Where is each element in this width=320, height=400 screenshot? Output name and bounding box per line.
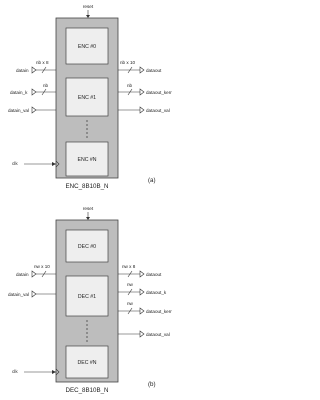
dec-datain-bus-slash (41, 270, 47, 278)
enc-datain-bus-label: nb x 8 (36, 60, 49, 65)
enc-block-n (65, 141, 109, 177)
enc-dataout-label: dataout (146, 68, 162, 73)
enc-reset-arrow (86, 15, 90, 18)
dec-dataout-k-bus-label: nw (127, 282, 134, 287)
enc-datain-k-bus-label: nb (43, 83, 49, 88)
encoder-diagram: reset ENC #0 ENC #1 ENC #N nb x 8 datain… (8, 4, 172, 190)
enc-dataout-bus-slash (127, 66, 133, 74)
enc-block-1-label: ENC #1 (78, 95, 96, 101)
dec-block-n (65, 345, 109, 379)
dec-block-0-label: DEC #0 (78, 244, 96, 250)
enc-dataout-kerr-label: dataout_kerr (146, 90, 172, 95)
dec-dataout-bus-label: nw x 8 (122, 264, 136, 269)
dec-datain-bus-label: nw x 10 (34, 264, 50, 269)
dec-block-n-label: DEC #N (77, 360, 96, 366)
decoder-diagram: reset DEC #0 DEC #1 DEC #N nw x 10 datai… (8, 206, 172, 394)
dec-caption: (b) (148, 381, 156, 388)
dec-dataout-k-bus-slash (127, 288, 133, 296)
enc-dataout-kerr-arrow (139, 88, 145, 96)
enc-dataout-kerr-bus-label: nb (127, 83, 133, 88)
dec-dataout-val-arrow (139, 330, 145, 338)
dec-dataout-k-arrow (139, 288, 145, 296)
enc-reset-label: reset (83, 4, 94, 9)
dec-dataout-label: dataout (146, 272, 162, 277)
dec-block-0 (65, 229, 109, 263)
enc-clk-label: clk (12, 161, 18, 166)
dec-datain-arrow (31, 270, 37, 278)
dec-dataout-kerr-label: dataout_kerr (146, 309, 172, 314)
enc-caption: (a) (148, 177, 156, 184)
enc-dataout-val-label: dataout_val (146, 108, 170, 113)
dec-dataout-kerr-bus-label: nw (127, 301, 134, 306)
enc-dataout-val-arrow (139, 106, 145, 114)
enc-module-name: ENC_8B10B_N (66, 183, 109, 190)
dec-reset-label: reset (83, 206, 94, 211)
codec-block-diagram: reset ENC #0 ENC #1 ENC #N nb x 8 datain… (8, 4, 172, 394)
dec-dataout-arrow (139, 270, 145, 278)
enc-datain-arrow (31, 66, 37, 74)
dec-dataout-bus-slash (127, 270, 133, 278)
enc-clk-arrow (52, 162, 56, 166)
dec-clk-arrow (52, 370, 56, 374)
enc-datain-val-label: datain_val (8, 108, 29, 113)
enc-datain-k-label: datain_k (10, 90, 28, 95)
enc-datain-k-bus-slash (41, 88, 47, 96)
enc-dataout-bus-label: nb x 10 (120, 60, 136, 65)
dec-dataout-kerr-arrow (139, 307, 145, 315)
dec-module-name: DEC_8B10B_N (66, 387, 109, 394)
dec-dataout-val-label: dataout_val (146, 332, 170, 337)
enc-clk-marker (55, 160, 60, 168)
enc-dataout-arrow (139, 66, 145, 74)
enc-datain-k-arrow (31, 88, 37, 96)
dec-clk-marker (55, 368, 60, 376)
enc-datain-bus-slash (41, 66, 47, 74)
enc-datain-label: datain (16, 68, 29, 73)
dec-dataout-k-label: dataout_k (146, 290, 167, 295)
dec-block-1-label: DEC #1 (78, 294, 96, 300)
dec-datain-val-label: datain_val (8, 292, 29, 297)
dec-reset-arrow (86, 217, 90, 220)
dec-datain-label: datain (16, 272, 29, 277)
dec-datain-val-arrow (31, 290, 37, 298)
enc-block-0 (65, 27, 109, 65)
dec-clk-label: clk (12, 369, 18, 374)
enc-block-1 (65, 77, 109, 117)
dec-block-1 (65, 275, 109, 317)
enc-block-n-label: ENC #N (77, 157, 96, 163)
enc-datain-val-arrow (31, 106, 37, 114)
enc-block-0-label: ENC #0 (78, 44, 96, 50)
enc-dataout-kerr-bus-slash (127, 88, 133, 96)
dec-dataout-kerr-bus-slash (127, 307, 133, 315)
